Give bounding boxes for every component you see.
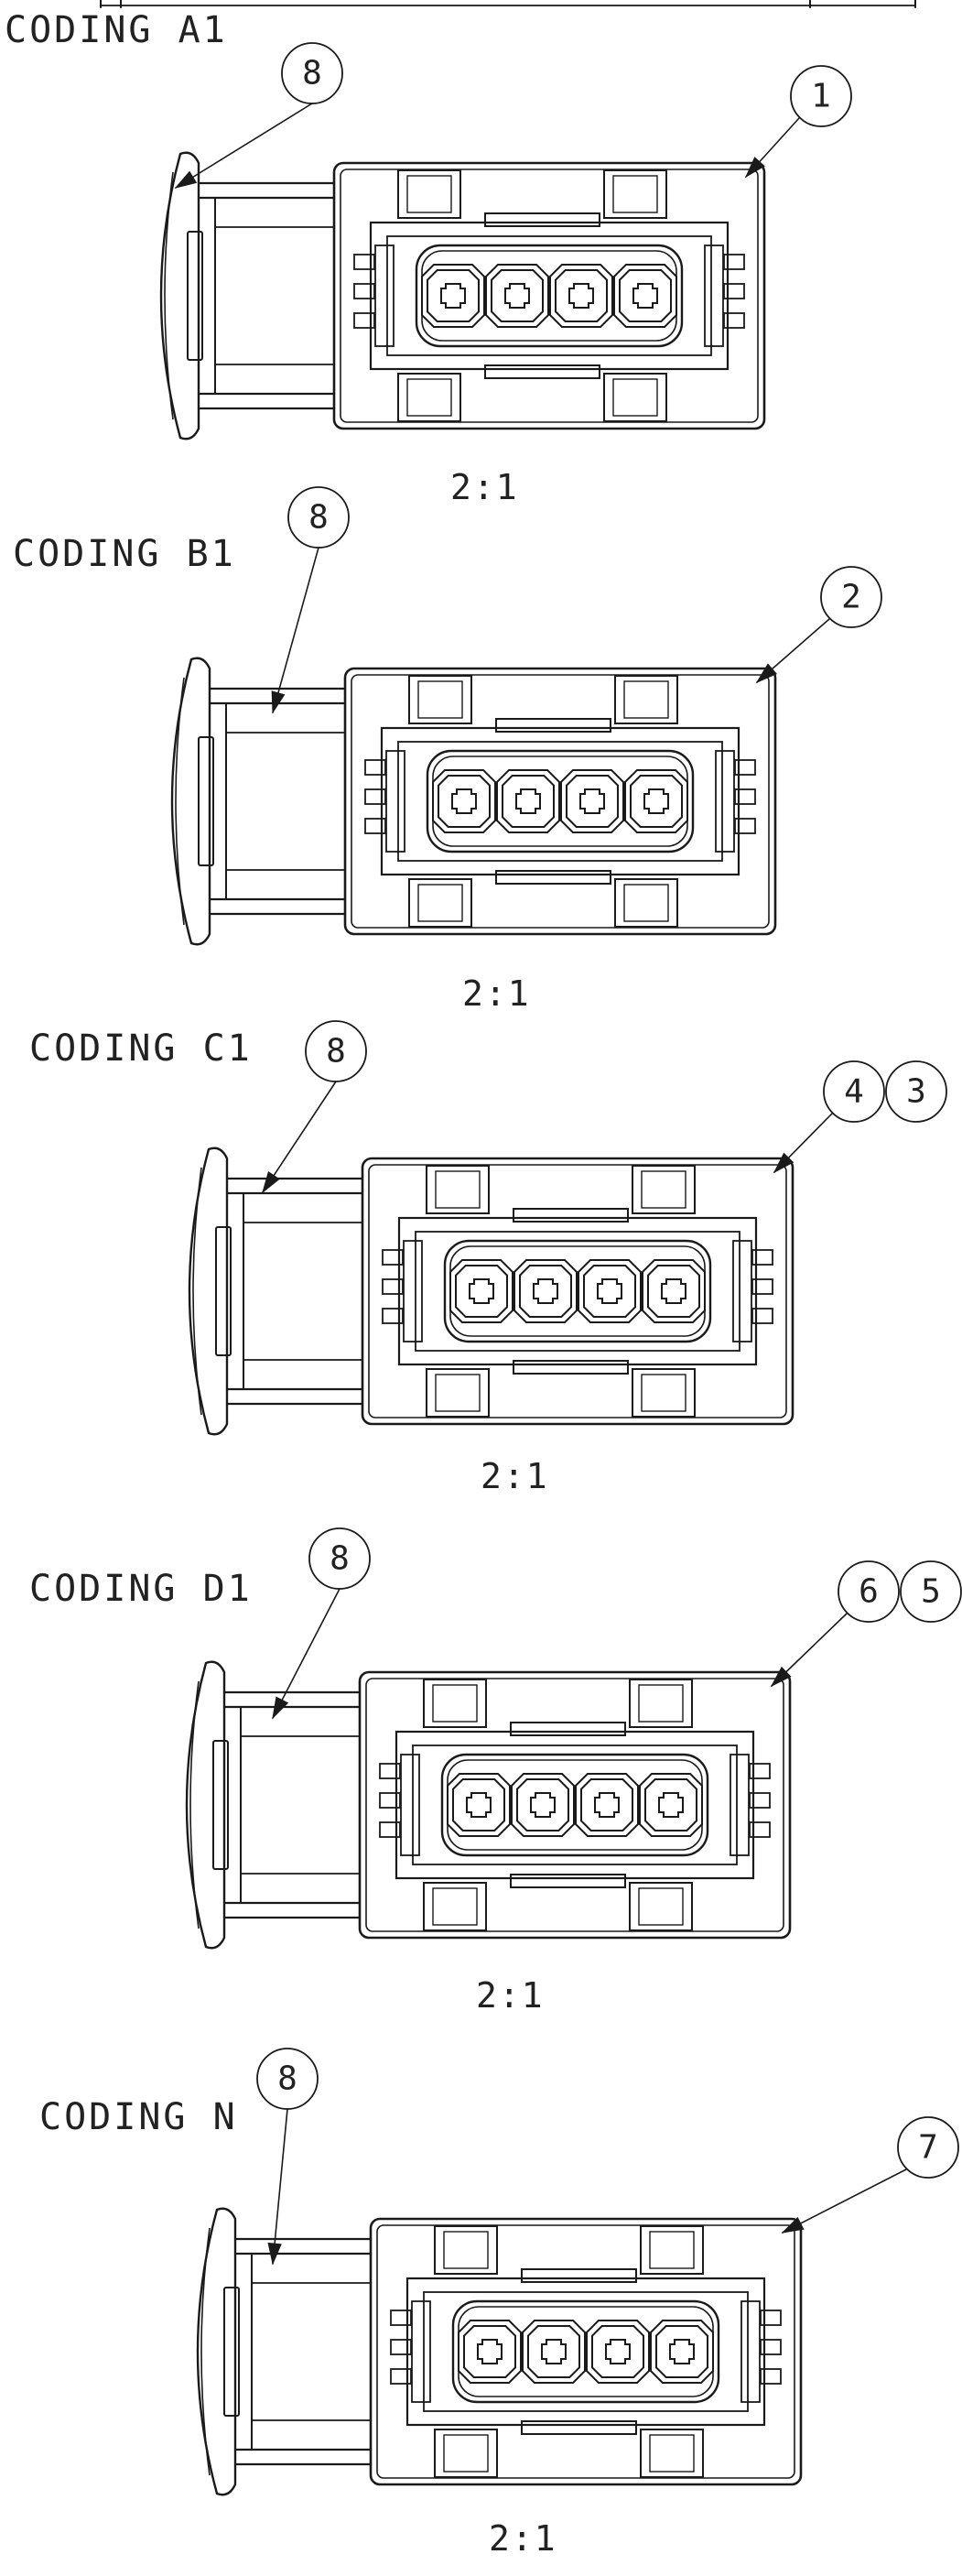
balloon-handle-circle (287, 486, 350, 549)
balloon-handle: 8 (308, 499, 329, 537)
balloon-handle: 8 (302, 55, 322, 92)
scale-label: 2:1 (476, 1975, 545, 2016)
contact-block (426, 749, 695, 853)
contact-block (440, 1753, 709, 1857)
balloon-handle: 8 (326, 1033, 346, 1071)
contact-block (415, 244, 684, 348)
balloon-housing-1-circle (838, 1560, 900, 1623)
scale-label: 2:1 (489, 2518, 557, 2559)
coding-view-5: CODING N 8 7 2:1 (39, 2048, 959, 2559)
housing-outline (361, 1157, 794, 1426)
balloon-housing-1: 6 (859, 1573, 879, 1611)
handle-grip (196, 2207, 237, 2496)
coding-label: CODING N (39, 2096, 238, 2138)
balloon-handle: 8 (330, 1540, 350, 1578)
coding-view-2: CODING B1 8 2 2:1 (13, 486, 882, 1014)
coding-label: CODING C1 (29, 1027, 253, 1070)
balloon-housing-2-circle (885, 1060, 947, 1123)
contact-block (443, 1239, 712, 1343)
balloon-handle-circle (308, 1527, 371, 1590)
title-block-fragment (100, 0, 916, 8)
balloon-handle-circle (256, 2048, 319, 2110)
balloon-housing-1-circle (790, 65, 852, 127)
balloon-housing-2-circle (900, 1560, 962, 1623)
balloon-housing-2: 5 (921, 1573, 941, 1611)
housing-outline (332, 161, 766, 430)
balloon-housing-1-circle (897, 2116, 959, 2179)
balloon-housing-1-circle (820, 566, 882, 628)
handle-grip (185, 1660, 226, 1950)
scale-label: 2:1 (462, 973, 531, 1014)
housing-outline (358, 1670, 792, 1940)
coding-label: CODING D1 (29, 1568, 253, 1610)
handle-grip (170, 657, 211, 946)
coding-view-3: CODING C1 8 4 3 2:1 (29, 1020, 947, 1496)
coding-view-4: CODING D1 8 6 5 2:1 (29, 1527, 962, 2016)
balloon-housing-1: 2 (841, 579, 861, 616)
balloon-housing-1: 4 (844, 1073, 864, 1111)
balloon-handle: 8 (277, 2060, 297, 2098)
balloon-housing-1-circle (823, 1060, 885, 1123)
balloon-housing-2: 3 (906, 1073, 926, 1111)
contact-block (451, 2299, 720, 2404)
coding-view-1: CODING A1 8 1 2:1 (5, 9, 852, 507)
housing-outline (343, 667, 777, 936)
coding-label: CODING B1 (13, 533, 236, 575)
handle-grip (188, 1147, 229, 1436)
balloon-housing-1: 7 (918, 2129, 938, 2167)
handle-grip (159, 151, 200, 440)
housing-outline (369, 2217, 803, 2486)
balloon-housing-1: 1 (811, 78, 831, 115)
balloon-handle-circle (305, 1020, 367, 1082)
scale-label: 2:1 (481, 1456, 549, 1496)
scale-label: 2:1 (450, 467, 519, 507)
coding-label: CODING A1 (5, 9, 228, 51)
balloon-handle-circle (281, 42, 343, 104)
